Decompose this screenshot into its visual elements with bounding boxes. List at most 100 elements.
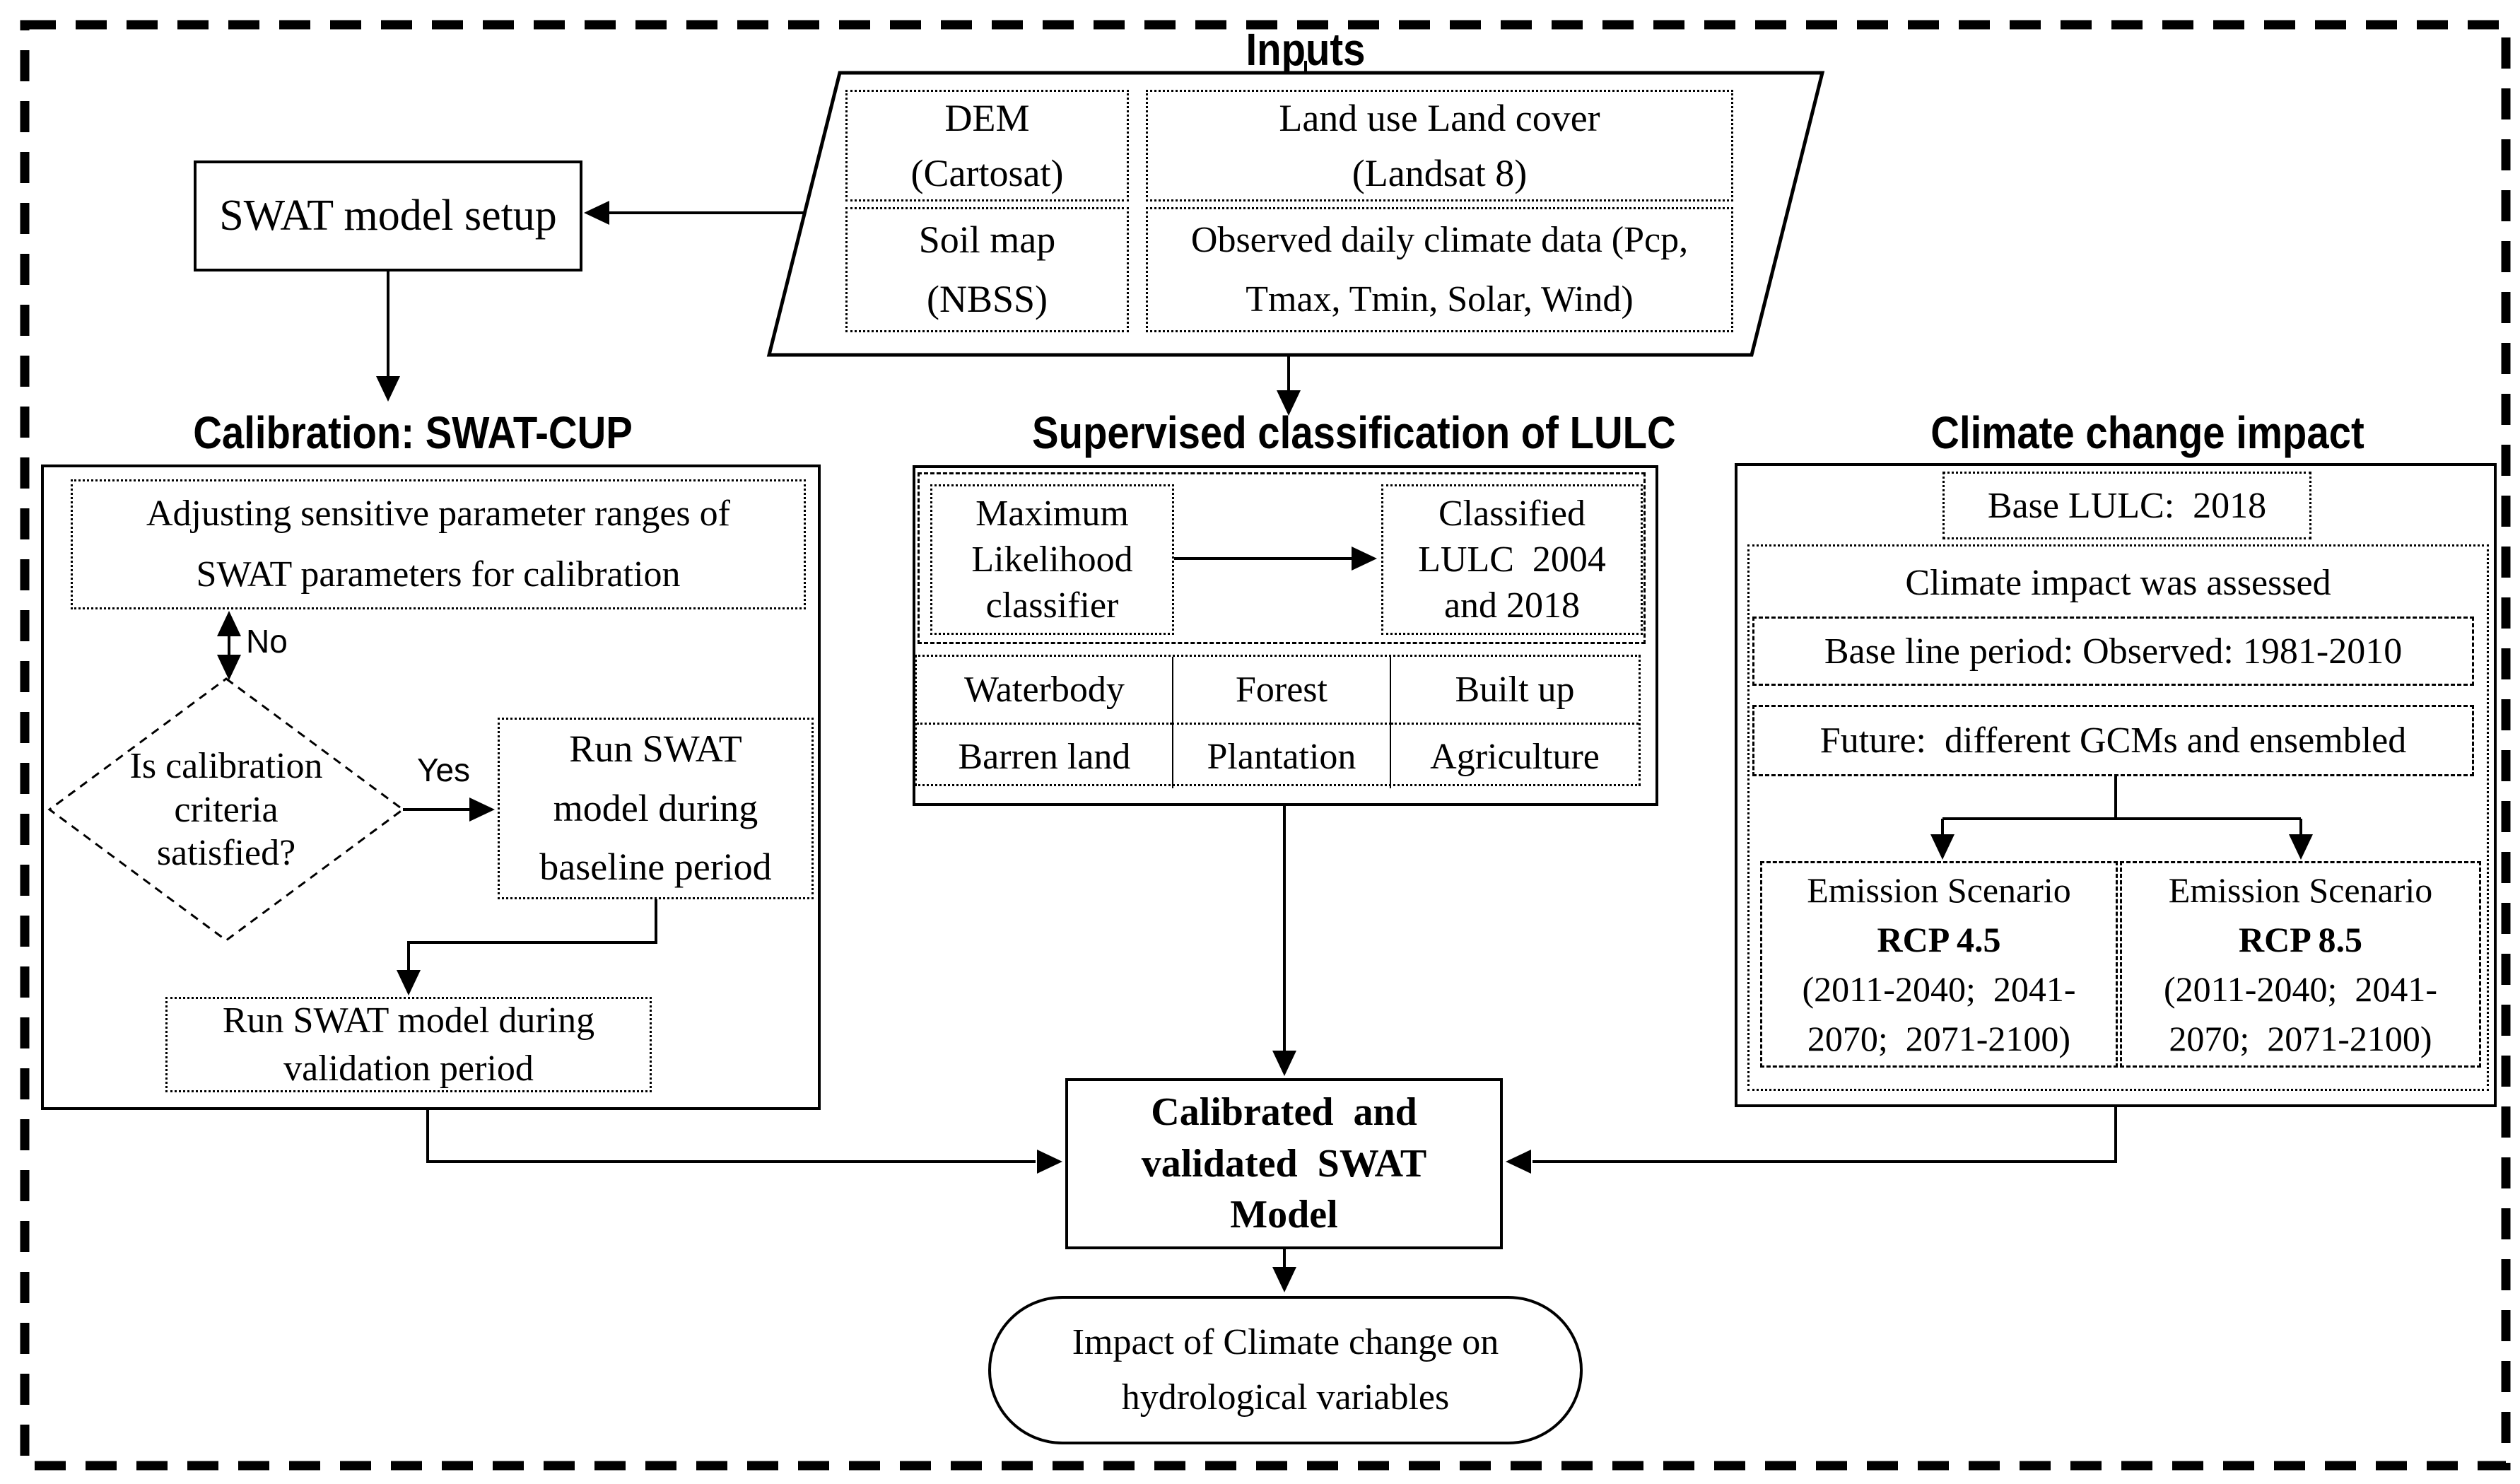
inputs-title: Inputs — [1246, 24, 1366, 75]
rcp85-line1: Emission Scenario — [2168, 870, 2433, 910]
baseline-line1: Run SWAT — [569, 727, 742, 770]
input-climate-line1: Observed daily climate data (Pcp, — [1190, 220, 1689, 261]
table-cell: Forest — [1171, 657, 1392, 723]
adjust-parameters-box: Adjusting sensitive parameter ranges of … — [71, 479, 806, 609]
rcp45-line4: 2070; 2071-2100) — [1807, 1019, 2071, 1058]
input-dem-line1: DEM — [944, 96, 1030, 139]
adjust-line1: Adjusting sensitive parameter ranges of — [146, 493, 730, 534]
rcp45-box: Emission Scenario RCP 4.5 (2011-2040; 20… — [1760, 861, 2118, 1068]
validation-line2: validation period — [283, 1048, 534, 1089]
input-soil-line2: (NBSS) — [926, 277, 1048, 320]
table-cell: Waterbody — [964, 670, 1125, 710]
base-lulc-label: Base LULC: 2018 — [1987, 485, 2267, 526]
connector-baseline-to-validation — [407, 899, 657, 970]
classification-container — [913, 465, 1658, 806]
arrowhead-impact — [1272, 1267, 1296, 1292]
baseline-period-label: Base line period: Observed: 1981-2010 — [1824, 631, 2403, 672]
rcp85-line2: RCP 8.5 — [2239, 920, 2362, 959]
base-lulc-box: Base LULC: 2018 — [1942, 472, 2311, 539]
input-soil-box: Soil map (NBSS) — [845, 207, 1129, 332]
rcp45-line3: (2011-2040; 2041- — [1802, 969, 2076, 1009]
inputs-parallelogram — [766, 71, 1825, 357]
decision-diamond-text: Is calibration criteria satisfied? — [85, 741, 368, 879]
input-lulc-line1: Land use Land cover — [1279, 96, 1600, 139]
lulc-class-table: Waterbody Forest Built up Barren land Pl… — [915, 655, 1641, 788]
table-cell: Agriculture — [1391, 723, 1639, 788]
input-climate-line2: Tmax, Tmin, Solar, Wind) — [1246, 279, 1634, 320]
validation-line1: Run SWAT model during — [222, 1000, 595, 1041]
rcp45-line1: Emission Scenario — [1807, 870, 2071, 910]
ml-classifier-box: Maximum Likelihood classifier — [930, 484, 1174, 635]
input-lulc-box: Land use Land cover (Landsat 8) — [1146, 90, 1733, 201]
climate-assessed-box: Climate impact was assessed — [1747, 544, 2489, 1091]
assessed-label: Climate impact was assessed — [1905, 563, 2331, 603]
arrowhead-no-down — [217, 655, 241, 680]
arrowhead-top-into-model — [1272, 1051, 1296, 1076]
ml-line3: classifier — [985, 585, 1119, 626]
climate-container — [1735, 463, 2497, 1107]
arrowhead-validation — [397, 970, 421, 995]
calibrated-line1: Calibrated and — [1151, 1089, 1417, 1134]
diamond-line3: satisfied? — [156, 833, 296, 874]
calibrated-model-box: Calibrated and validated SWAT Model — [1065, 1078, 1503, 1249]
decision-diamond — [47, 677, 405, 942]
calibration-title: Calibration: SWAT-CUP — [193, 407, 633, 458]
input-climate-box: Observed daily climate data (Pcp, Tmax, … — [1146, 207, 1733, 332]
branch-future-to-scenarios — [1941, 776, 2302, 834]
diamond-line2: criteria — [174, 789, 279, 830]
classified-line1: Classified — [1438, 493, 1586, 534]
no-label: No — [246, 623, 288, 660]
rcp45-line2: RCP 4.5 — [1877, 920, 2001, 959]
ml-line2: Likelihood — [971, 539, 1133, 580]
classified-lulc-box: Classified LULC 2004 and 2018 — [1381, 484, 1643, 635]
input-dem-line2: (Cartosat) — [910, 152, 1064, 194]
input-lulc-line2: (Landsat 8) — [1352, 152, 1528, 194]
run-baseline-box: Run SWAT model during baseline period — [498, 718, 814, 899]
arrowhead-inputs-to-classification — [1277, 390, 1301, 416]
table-cell: Barren land — [917, 723, 1172, 788]
input-soil-line1: Soil map — [918, 218, 1056, 261]
classified-line3: and 2018 — [1443, 585, 1581, 626]
classification-inner-wrapper — [918, 472, 1646, 644]
rcp85-line3: (2011-2040; 2041- — [2164, 969, 2437, 1009]
input-dem-box: DEM (Cartosat) — [845, 90, 1129, 201]
swat-setup-label: SWAT model setup — [219, 192, 557, 240]
connector-climate-to-model — [1532, 1107, 2117, 1163]
arrowhead-left-into-model — [1037, 1150, 1062, 1174]
arrowhead-setup-to-calibration — [376, 376, 400, 402]
impact-line1: Impact of Climate change on — [1072, 1322, 1499, 1362]
adjust-line2: SWAT parameters for calibration — [196, 554, 681, 595]
arrowhead-rcp45 — [1930, 834, 1955, 860]
arrowhead-no-up — [217, 611, 241, 636]
calibration-container — [41, 465, 821, 1110]
yes-label: Yes — [417, 752, 471, 788]
arrowhead-yes — [469, 797, 495, 822]
table-cell: Plantation — [1171, 723, 1392, 788]
baseline-period-box: Base line period: Observed: 1981-2010 — [1752, 617, 2474, 686]
page-dashed-border — [20, 20, 2511, 1471]
run-validation-box: Run SWAT model during validation period — [165, 997, 652, 1092]
climate-title: Climate change impact — [1930, 407, 2364, 458]
impact-line2: hydrological variables — [1121, 1377, 1450, 1418]
baseline-line2: model during — [553, 786, 758, 829]
table-cell: Built up — [1455, 670, 1575, 710]
arrowhead-rcp85 — [2289, 834, 2313, 860]
future-gcms-label: Future: different GCMs and ensembled — [1819, 720, 2407, 761]
calibrated-line2: validated SWAT — [1141, 1141, 1427, 1186]
arrowhead-right-into-model — [1506, 1150, 1531, 1174]
arrowhead-inputs-to-setup — [584, 201, 609, 225]
classified-line2: LULC 2004 — [1418, 539, 1606, 580]
rcp85-box: Emission Scenario RCP 8.5 (2011-2040; 20… — [2120, 861, 2481, 1068]
connector-calibration-to-model — [426, 1110, 1036, 1163]
diamond-line1: Is calibration — [129, 746, 323, 787]
calibrated-line3: Model — [1230, 1193, 1338, 1237]
ml-line1: Maximum — [975, 493, 1129, 534]
rcp85-line4: 2070; 2071-2100) — [2169, 1019, 2432, 1058]
future-gcms-box: Future: different GCMs and ensembled — [1752, 705, 2474, 776]
arrowhead-classified — [1352, 547, 1377, 571]
swat-setup-box: SWAT model setup — [194, 160, 582, 271]
classification-title: Supervised classification of LULC — [1032, 407, 1676, 458]
impact-terminator: Impact of Climate change on hydrological… — [988, 1296, 1583, 1444]
